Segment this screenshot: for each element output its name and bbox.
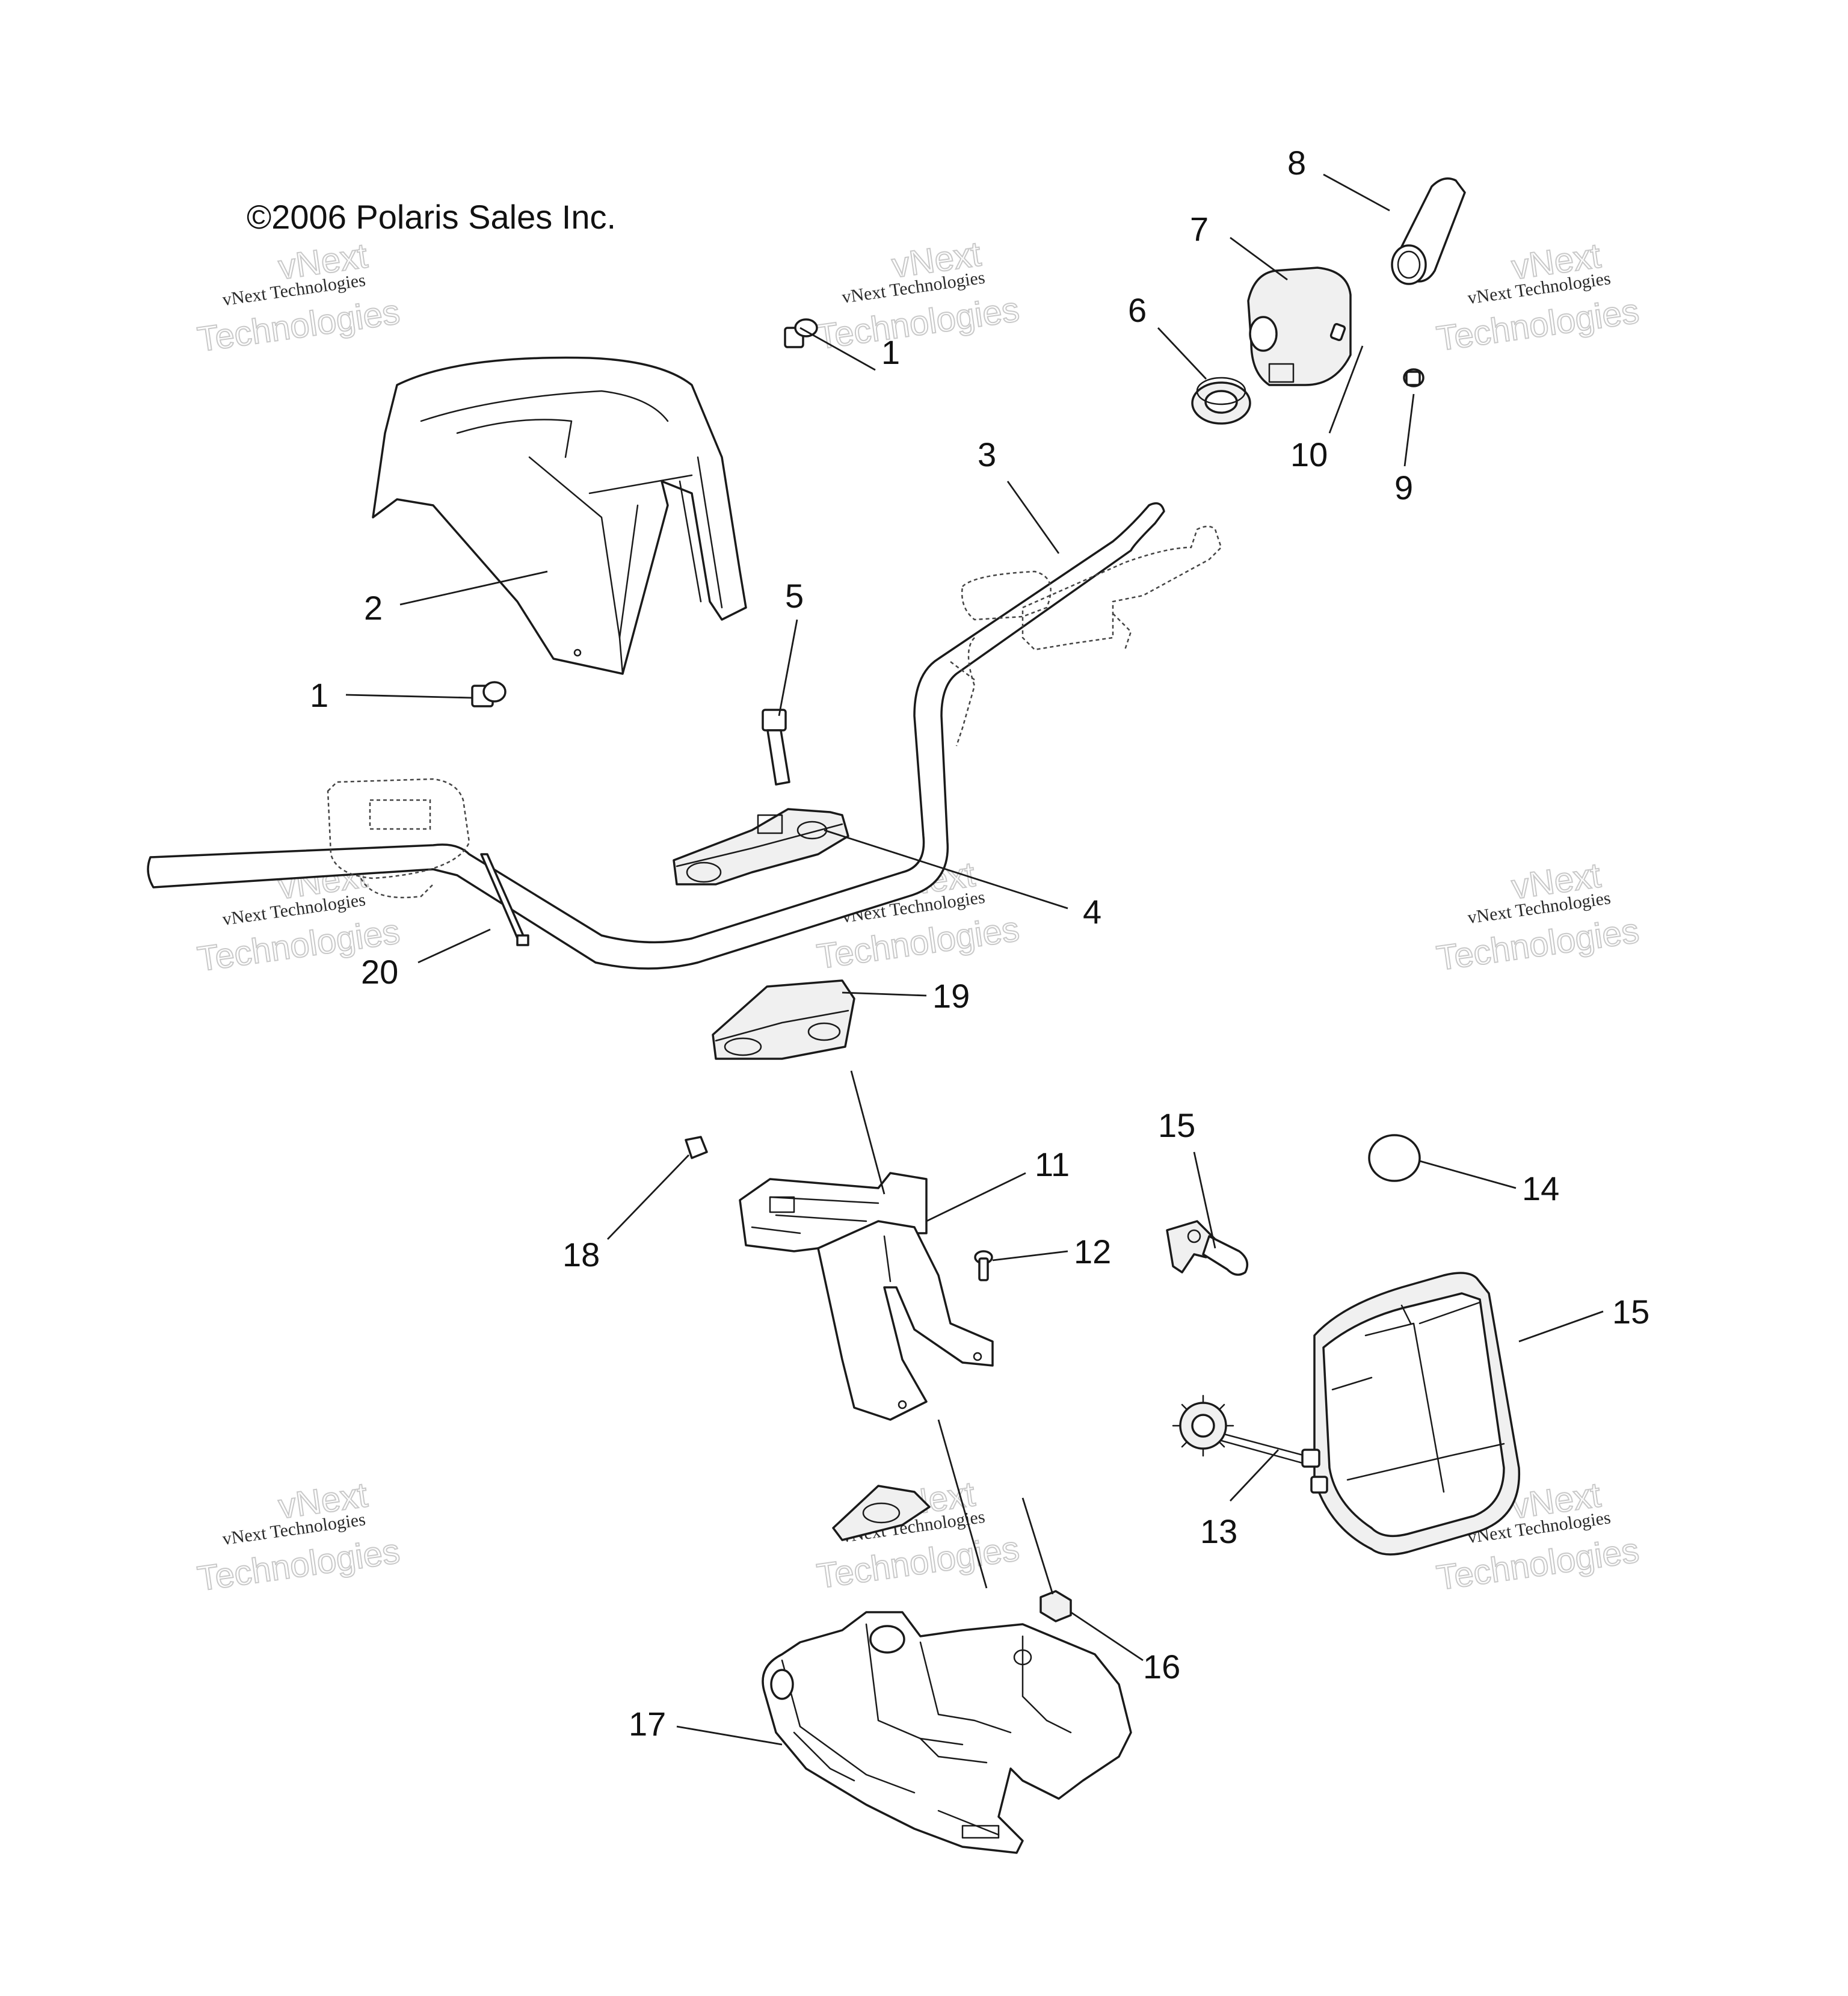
part-lower-clamp bbox=[712, 979, 855, 1060]
callout-13: 13 bbox=[1200, 1512, 1237, 1550]
callout-12: 12 bbox=[1074, 1233, 1111, 1271]
part-screw-upper bbox=[784, 318, 818, 348]
leader-lines bbox=[345, 173, 1604, 1746]
callout-11: 11 bbox=[1035, 1145, 1070, 1183]
callout-19: 19 bbox=[932, 977, 970, 1015]
callout-17: 17 bbox=[629, 1705, 666, 1743]
part-lower-housing bbox=[762, 1611, 1132, 1854]
svg-text:Technologies: Technologies bbox=[1434, 1530, 1641, 1597]
callout-18: 18 bbox=[562, 1236, 600, 1274]
part-throttle-housing bbox=[1247, 266, 1352, 386]
watermark-top-right: vNext vNext Technologies Technologies bbox=[1434, 235, 1642, 359]
callout-6: 6 bbox=[1128, 291, 1147, 329]
part-headlamp bbox=[1313, 1272, 1521, 1556]
callout-1-upper: 1 bbox=[881, 333, 900, 371]
part-nut bbox=[1040, 1590, 1072, 1622]
callout-14: 14 bbox=[1522, 1169, 1559, 1207]
callout-2: 2 bbox=[364, 589, 383, 627]
part-lens bbox=[1368, 1134, 1421, 1182]
part-set-screw bbox=[1329, 323, 1346, 341]
callout-20: 20 bbox=[361, 953, 398, 991]
part-handlebar bbox=[147, 502, 1222, 970]
part-small-screw bbox=[974, 1250, 993, 1281]
callout-4: 4 bbox=[1083, 893, 1101, 931]
callout-1-left: 1 bbox=[310, 676, 328, 714]
callout-8: 8 bbox=[1287, 144, 1306, 182]
part-adjuster bbox=[1172, 1394, 1328, 1494]
svg-text:Technologies: Technologies bbox=[1434, 291, 1641, 358]
part-upper-clamp bbox=[673, 808, 849, 886]
watermark-bottom-left: vNext vNext Technologies Technologies bbox=[194, 1474, 402, 1599]
svg-text:Technologies: Technologies bbox=[1434, 911, 1641, 978]
part-plate bbox=[832, 1485, 931, 1541]
watermark-mid-right: vNext vNext Technologies Technologies bbox=[1434, 855, 1642, 979]
part-grip bbox=[1391, 177, 1466, 285]
part-screw-left bbox=[471, 681, 507, 707]
callout-15-upper: 15 bbox=[1158, 1106, 1195, 1144]
part-cap bbox=[1403, 368, 1424, 387]
callout-15-right: 15 bbox=[1612, 1293, 1649, 1331]
part-bolt bbox=[762, 709, 790, 786]
part-upper-cover bbox=[372, 356, 747, 675]
callout-3: 3 bbox=[978, 436, 996, 473]
watermark-top-center: vNext vNext Technologies Technologies bbox=[814, 234, 1022, 358]
watermark-top-left: vNext vNext Technologies Technologies bbox=[194, 235, 402, 360]
callout-labels: 8 7 6 1 10 9 3 2 5 1 4 20 19 15 11 14 12… bbox=[310, 144, 1649, 1743]
callout-10: 10 bbox=[1290, 436, 1328, 473]
callout-7: 7 bbox=[1190, 210, 1209, 248]
callout-16: 16 bbox=[1143, 1648, 1180, 1686]
part-bracket bbox=[739, 1172, 994, 1421]
part-bulb bbox=[1166, 1220, 1249, 1276]
callout-9: 9 bbox=[1394, 469, 1413, 507]
part-clip bbox=[685, 1136, 708, 1159]
callout-5: 5 bbox=[785, 577, 804, 615]
part-grommet bbox=[1191, 377, 1251, 425]
copyright-notice: ©2006 Polaris Sales Inc. bbox=[247, 198, 616, 236]
